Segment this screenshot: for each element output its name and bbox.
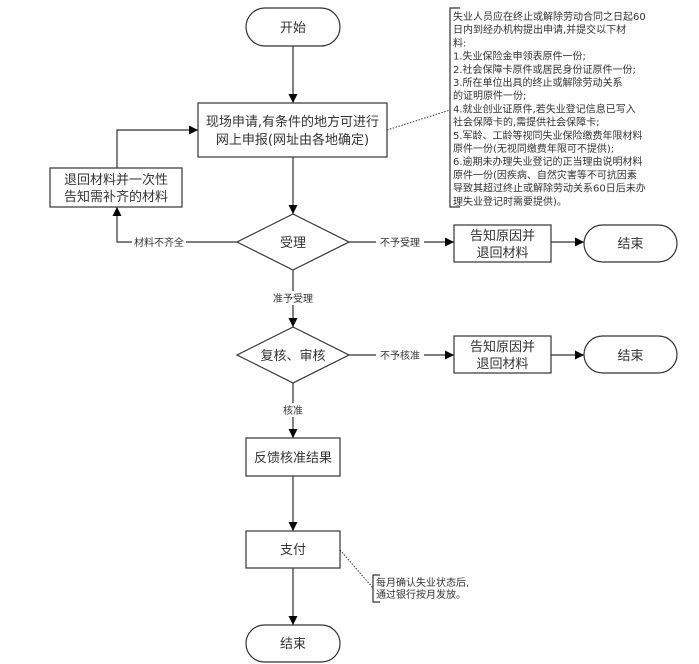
- end-terminal-3: [245, 624, 341, 663]
- note-materials-line-10: 5.军龄、工龄等视同失业保险缴费年限材料: [453, 129, 643, 142]
- apply-label-line2: 网上申报(网址由各地确定): [216, 132, 369, 148]
- payment-box: [245, 530, 341, 569]
- end-terminal-1: [583, 224, 678, 263]
- note-payment-line-2: 通过银行按月发放。: [376, 588, 466, 601]
- review-decision-label: 复核、审核: [260, 349, 325, 364]
- reject-accept-line1: 告知原因并: [470, 228, 535, 244]
- note-materials: 失业人员应在终止或解除劳动合同之日起60日内到经办机构提出申请,并提交以下材料:…: [453, 10, 646, 208]
- note-materials-line-13: 原件一份(因疾病、自然灾害等不可抗因素: [453, 168, 637, 181]
- note-materials-line-5: 2.社会保障卡原件或居民身份证原件一份;: [453, 63, 636, 76]
- end-1-label: 结束: [617, 237, 643, 252]
- end-3-label: 结束: [280, 637, 306, 652]
- note-materials-line-8: 4.就业创业证原件,若失业登记信息已写入: [453, 102, 636, 115]
- feedback-label: 反馈核准结果: [254, 451, 332, 466]
- edge-label-not-approved: 不予核准: [380, 349, 420, 362]
- note-payment-bracket: [372, 574, 380, 603]
- start-terminal: [245, 7, 341, 47]
- note-materials-line-7: 的证明原件一份;: [453, 89, 526, 102]
- return-label-line2: 告知需补齐的材料: [64, 189, 168, 205]
- edge-label-accepted: 准予受理: [273, 293, 313, 305]
- reject-accept-box: [453, 224, 552, 263]
- end-terminal-2: [583, 335, 678, 374]
- note-materials-line-4: 1.失业保险金申领表原件一份;: [453, 50, 586, 63]
- note-payment-line-1: 每月确认失业状态后,: [376, 576, 469, 589]
- start-label: 开始: [280, 21, 306, 36]
- review-decision-diamond: [235, 326, 351, 384]
- note-materials-line-15: 理失业登记时需要提供)。: [453, 195, 567, 208]
- note-materials-line-9: 社会保障卡的,需提供社会保障卡;: [453, 116, 600, 129]
- note-materials-line-6: 3.所在单位出具的终止或解除劳动关系: [453, 76, 623, 89]
- return-label-line1: 退回材料并一次性: [64, 172, 168, 188]
- payment-label: 支付: [280, 543, 306, 558]
- edge-label-not-accepted: 不予受理: [380, 237, 420, 249]
- reject-accept-line2: 退回材料: [476, 246, 528, 261]
- accept-decision-label: 受理: [280, 236, 306, 251]
- apply-label-line1: 现场申请,有条件的地方可进行: [206, 114, 379, 130]
- edge-label-incomplete: 材料不齐全: [134, 236, 184, 249]
- note-materials-line-12: 6.逾期未办理失业登记的正当理由说明材料: [453, 155, 643, 168]
- reject-review-line1: 告知原因并: [470, 339, 535, 355]
- edge-label-approved: 核准: [283, 404, 303, 417]
- edge-return-to-apply: [116, 125, 198, 168]
- reject-review-box: [453, 335, 552, 374]
- reject-review-line2: 退回材料: [476, 357, 528, 372]
- edge-accept-to-return: [112, 207, 237, 243]
- accept-decision-diamond: [235, 213, 351, 271]
- note-materials-line-14: 导致其超过终止或解除劳动关系60日后未办: [453, 182, 646, 195]
- end-2-label: 结束: [617, 349, 643, 364]
- note-materials-line-2: 日内到经办机构提出申请,并提交以下材: [453, 23, 626, 36]
- note-payment: 每月确认失业状态后,通过银行按月发放。: [376, 576, 469, 601]
- feedback-box: [245, 437, 341, 477]
- note-materials-bracket: [449, 7, 460, 208]
- return-materials-box: [49, 167, 183, 208]
- annotation-link-payment: [339, 549, 374, 589]
- apply-process-box: [197, 102, 388, 158]
- note-materials-line-11: 原件一份(无视同缴费年限可不提供);: [453, 142, 614, 155]
- note-materials-line-3: 料:: [453, 36, 466, 49]
- note-materials-line-1: 失业人员应在终止或解除劳动合同之日起60: [453, 10, 646, 23]
- annotation-link-materials: [386, 109, 451, 131]
